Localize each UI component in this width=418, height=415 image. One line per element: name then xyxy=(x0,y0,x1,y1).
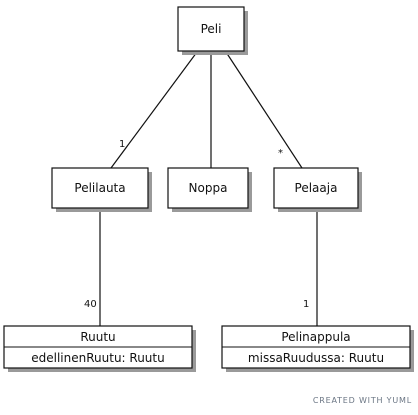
multiplicity-pelilauta: 1 xyxy=(119,139,125,150)
class-noppa-name: Noppa xyxy=(189,181,228,195)
class-ruutu-attribute: edellinenRuutu: Ruutu xyxy=(31,351,164,365)
class-ruutu-name: Ruutu xyxy=(80,330,115,344)
class-pelilauta: Pelilauta xyxy=(51,167,152,212)
yuml-watermark: CREATED WITH YUML xyxy=(313,396,412,405)
class-pelinappula-name: Pelinappula xyxy=(281,330,350,344)
class-pelilauta-box xyxy=(51,167,149,209)
class-pelinappula-attribute: missaRuudussa: Ruutu xyxy=(248,351,384,365)
class-noppa: Noppa xyxy=(167,167,252,212)
class-pelilauta-name: Pelilauta xyxy=(74,181,125,195)
class-pelaaja-box xyxy=(273,167,359,209)
class-peli: Peli xyxy=(177,6,248,55)
class-ruutu: Ruutu edellinenRuutu: Ruutu xyxy=(3,325,196,372)
edge-peli-pelilauta xyxy=(110,51,198,169)
multiplicity-pelaaja: * xyxy=(278,148,283,159)
multiplicity-ruutu: 40 xyxy=(84,299,97,310)
class-peli-name: Peli xyxy=(201,22,222,36)
class-pelaaja-name: Pelaaja xyxy=(295,181,338,195)
multiplicity-pelinappula: 1 xyxy=(303,299,309,310)
association-edges xyxy=(99,51,318,326)
class-peli-box xyxy=(177,6,245,52)
class-pelaaja: Pelaaja xyxy=(273,167,362,212)
class-noppa-box xyxy=(167,167,249,209)
class-pelinappula: Pelinappula missaRuudussa: Ruutu xyxy=(221,325,414,372)
edge-peli-pelaaja xyxy=(225,51,303,169)
